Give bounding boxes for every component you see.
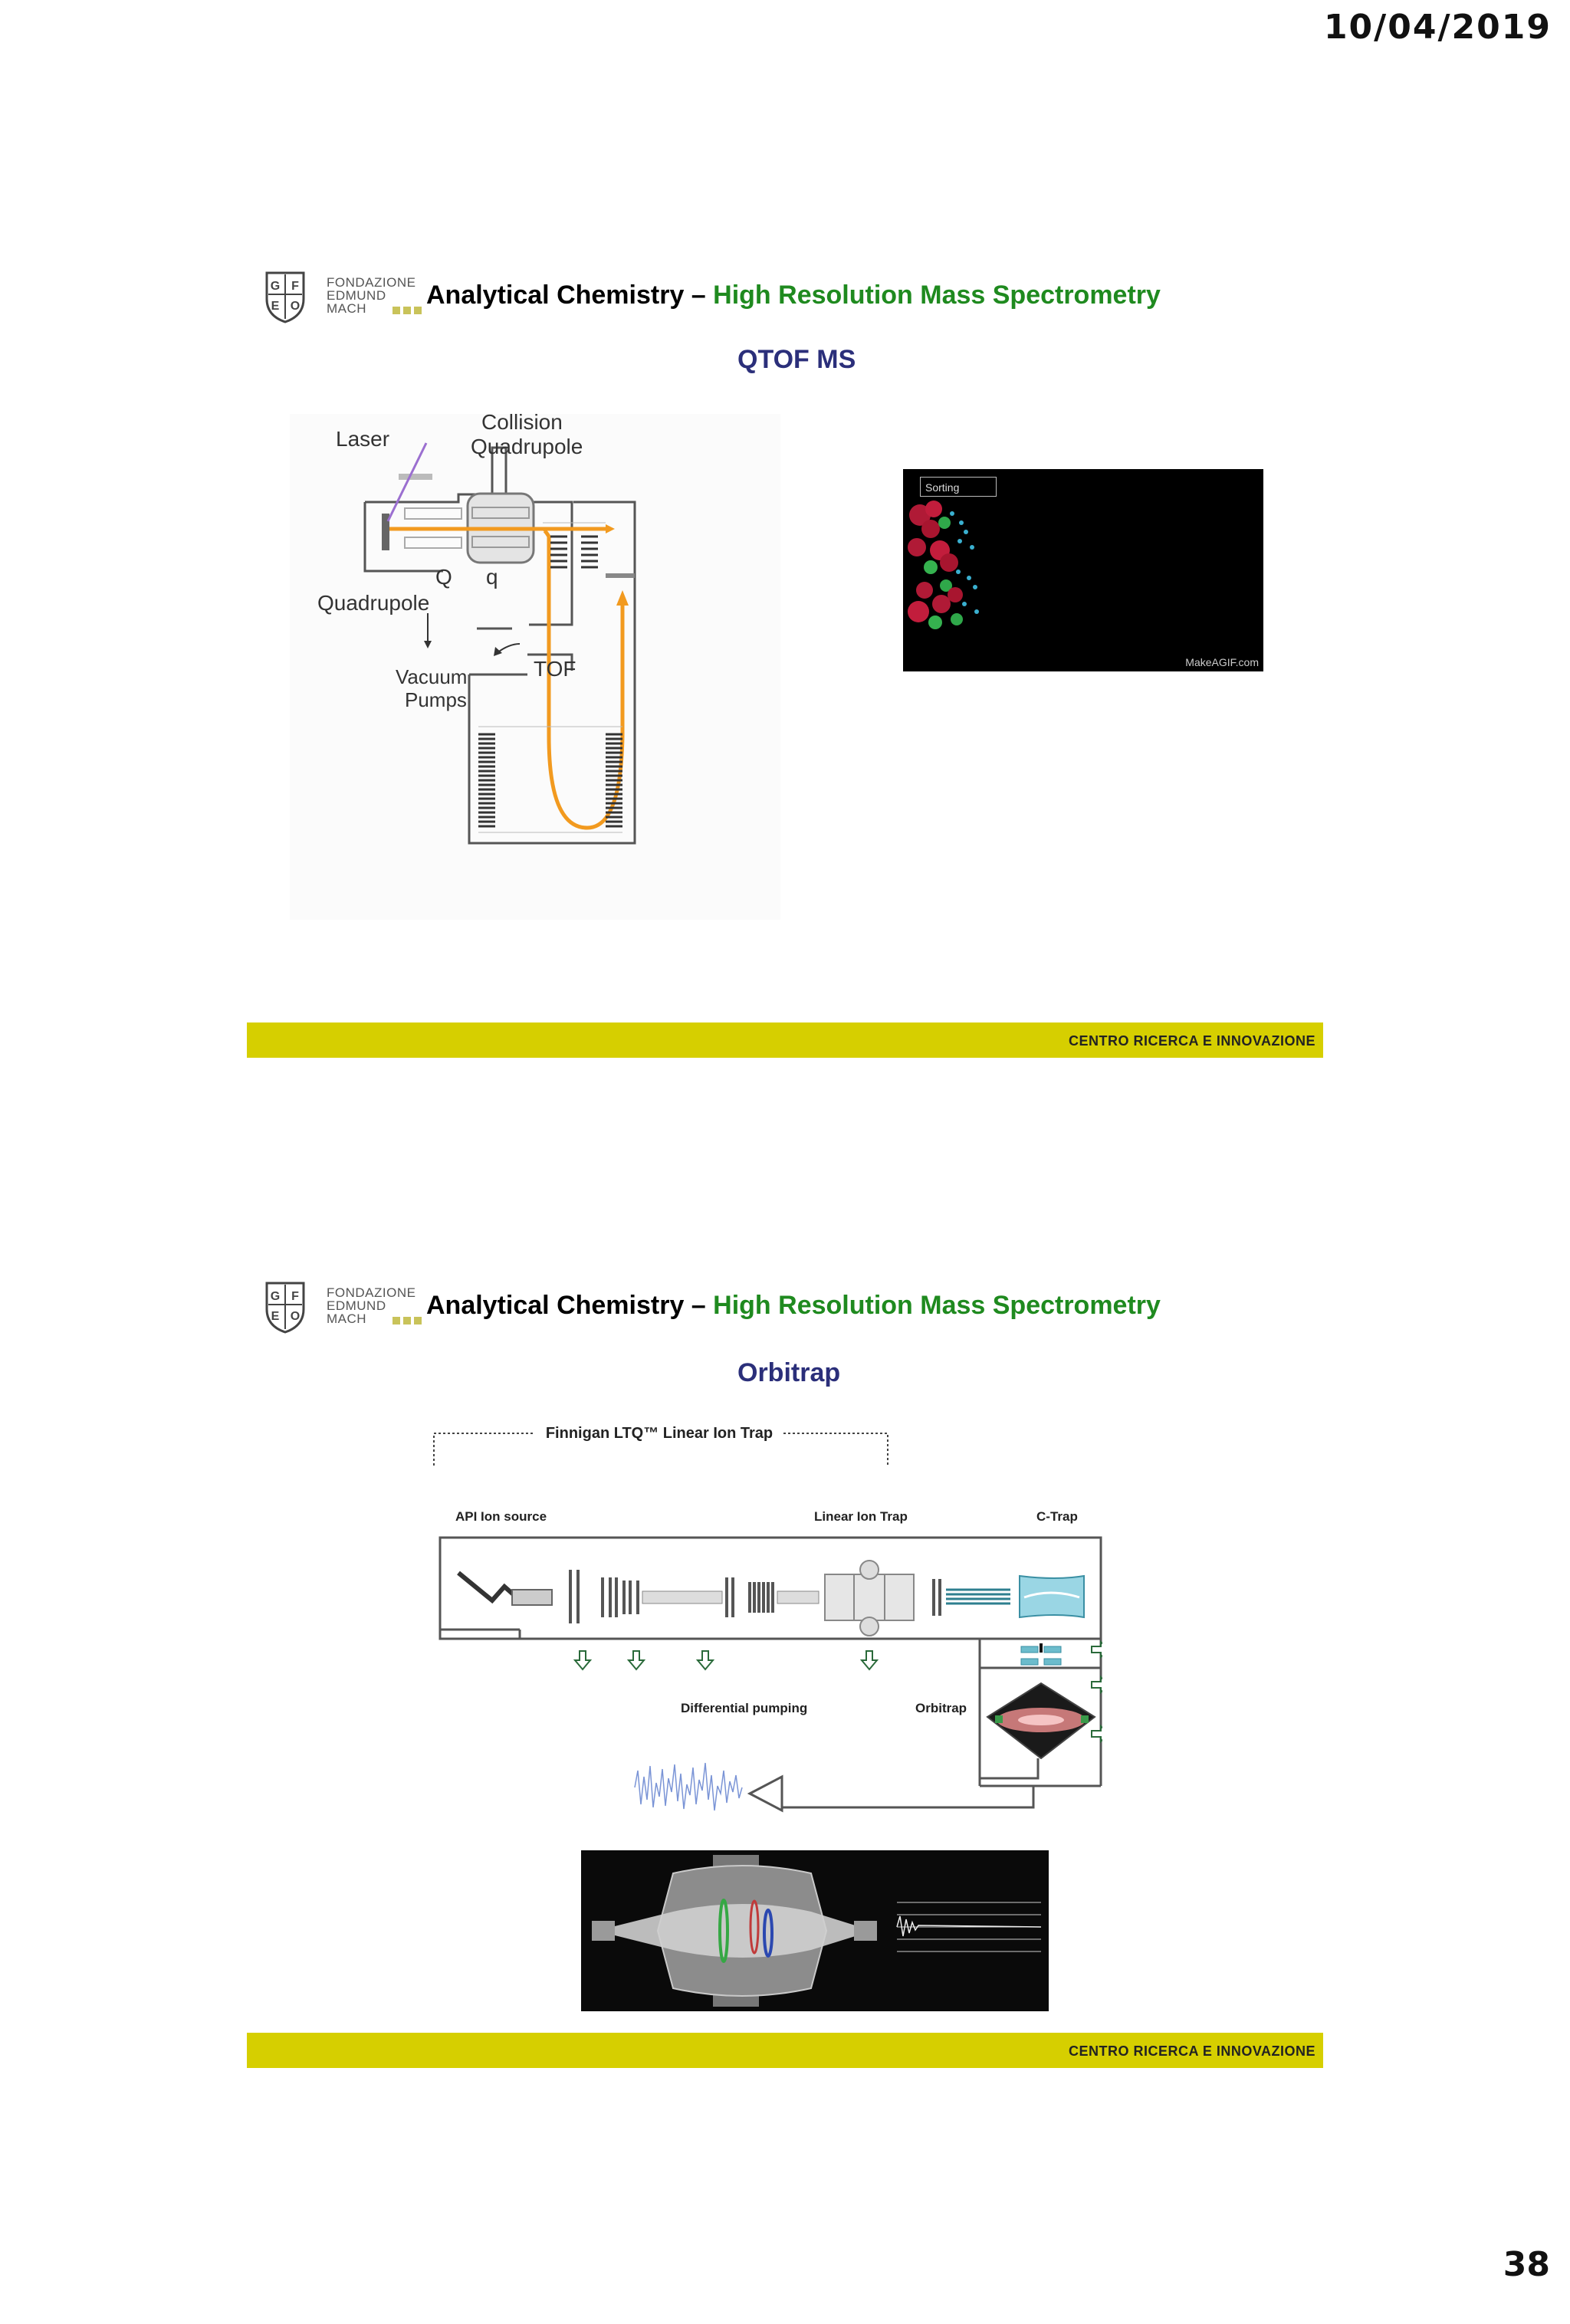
svg-text:G: G: [271, 280, 280, 293]
svg-text:F: F: [291, 1290, 299, 1303]
makeagif-watermark: MakeAGIF.com: [1185, 656, 1259, 668]
slide-qtof: G F E O FONDAZIONE EDMUND MACH Analytica…: [247, 268, 1323, 1065]
label-api-source: API Ion source: [455, 1509, 547, 1524]
logo-line-3: MACH: [327, 1311, 367, 1326]
label-linear-trap: Linear Ion Trap: [814, 1509, 908, 1524]
label-tof: TOF: [534, 657, 576, 681]
fem-logo: G F E O FONDAZIONE EDMUND MACH: [262, 1279, 422, 1335]
logo-line-2: EDMUND: [327, 1298, 386, 1313]
svg-text:E: E: [271, 1310, 280, 1323]
footer-text: CENTRO RICERCA E INNOVAZIONE: [1068, 1033, 1315, 1049]
svg-text:O: O: [291, 300, 300, 313]
title-accent: High Resolution Mass Spectrometry: [713, 281, 1161, 310]
title-prefix: Analytical Chemistry –: [426, 281, 714, 310]
logo-line-3: MACH: [327, 301, 367, 316]
slide-title: Analytical Chemistry – High Resolution M…: [426, 1291, 1161, 1321]
qtof-diagram: Laser Collision Quadrupole Q q Quadrupol…: [290, 414, 780, 920]
logo-line-2: EDMUND: [327, 288, 386, 303]
logo-line-1: FONDAZIONE: [327, 275, 416, 290]
label-q-upper: Q: [435, 565, 452, 589]
slide-orbitrap: G F E O FONDAZIONE EDMUND MACH Analytica…: [247, 1279, 1323, 2076]
orbitrap-render-art: [581, 1850, 1049, 2011]
svg-text:G: G: [271, 1290, 280, 1303]
logo-line-1: FONDAZIONE: [327, 1285, 416, 1300]
label-collision-2: Quadrupole: [471, 435, 583, 458]
sorting-label: Sorting: [920, 477, 997, 497]
fem-logo: G F E O FONDAZIONE EDMUND MACH: [262, 268, 422, 325]
svg-text:F: F: [291, 280, 299, 293]
fem-crest-icon: G F E O: [265, 271, 305, 323]
orbitrap-schematic: Finnigan LTQ™ Linear Ion Trap API Ion so…: [433, 1423, 1102, 1813]
label-c-trap: C-Trap: [1036, 1509, 1078, 1524]
label-differential-pumping: Differential pumping: [681, 1701, 807, 1715]
label-finnigan: Finnigan LTQ™ Linear Ion Trap: [546, 1425, 773, 1442]
orbitrap-3d-render: [581, 1850, 1049, 2011]
slide-title: Analytical Chemistry – High Resolution M…: [426, 281, 1161, 310]
sorting-animation: Sorting Mak: [903, 469, 1263, 671]
slide-subtitle: Orbitrap: [737, 1358, 841, 1387]
label-quadrupole: Quadrupole: [317, 591, 429, 615]
slide-subtitle: QTOF MS: [737, 345, 856, 374]
footer-text: CENTRO RICERCA E INNOVAZIONE: [1068, 2043, 1315, 2059]
label-orbitrap: Orbitrap: [915, 1701, 967, 1715]
ion-particles: [908, 501, 979, 629]
page-number: 38: [1503, 2245, 1550, 2284]
title-prefix: Analytical Chemistry –: [426, 1291, 714, 1320]
label-pumps: Pumps: [405, 688, 467, 711]
title-accent: High Resolution Mass Spectrometry: [713, 1291, 1161, 1320]
fem-crest-icon: G F E O: [265, 1282, 305, 1334]
label-collision-1: Collision: [481, 414, 563, 434]
svg-text:O: O: [291, 1310, 300, 1323]
footer-bar: CENTRO RICERCA E INNOVAZIONE: [247, 2033, 1323, 2068]
label-vacuum: Vacuum: [396, 665, 467, 688]
label-q-lower: q: [486, 565, 498, 589]
transient-signal: [634, 1762, 743, 1811]
svg-text:E: E: [271, 300, 280, 313]
label-laser: Laser: [336, 427, 389, 451]
footer-bar: CENTRO RICERCA E INNOVAZIONE: [247, 1022, 1323, 1058]
print-date: 10/04/2019: [1323, 8, 1552, 47]
logo-wordmark: FONDAZIONE EDMUND MACH: [327, 276, 415, 315]
logo-wordmark: FONDAZIONE EDMUND MACH: [327, 1286, 415, 1325]
